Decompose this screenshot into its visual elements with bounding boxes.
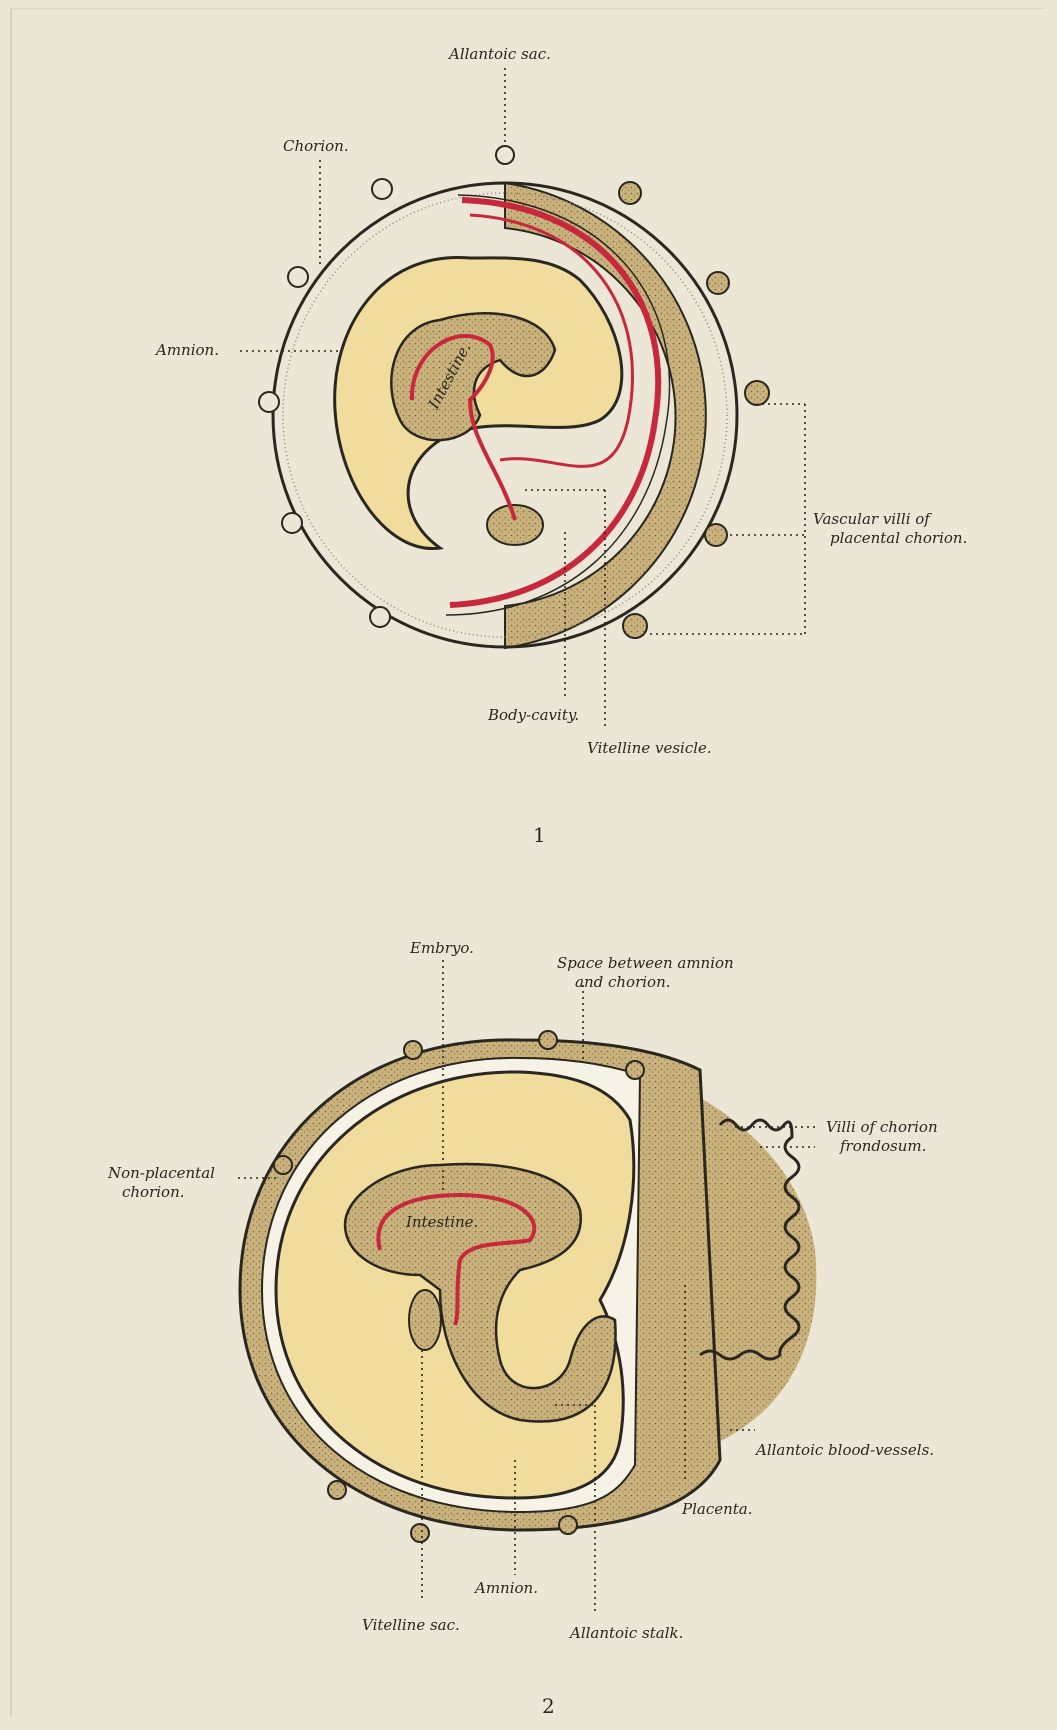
plate-border [10, 8, 1045, 1716]
